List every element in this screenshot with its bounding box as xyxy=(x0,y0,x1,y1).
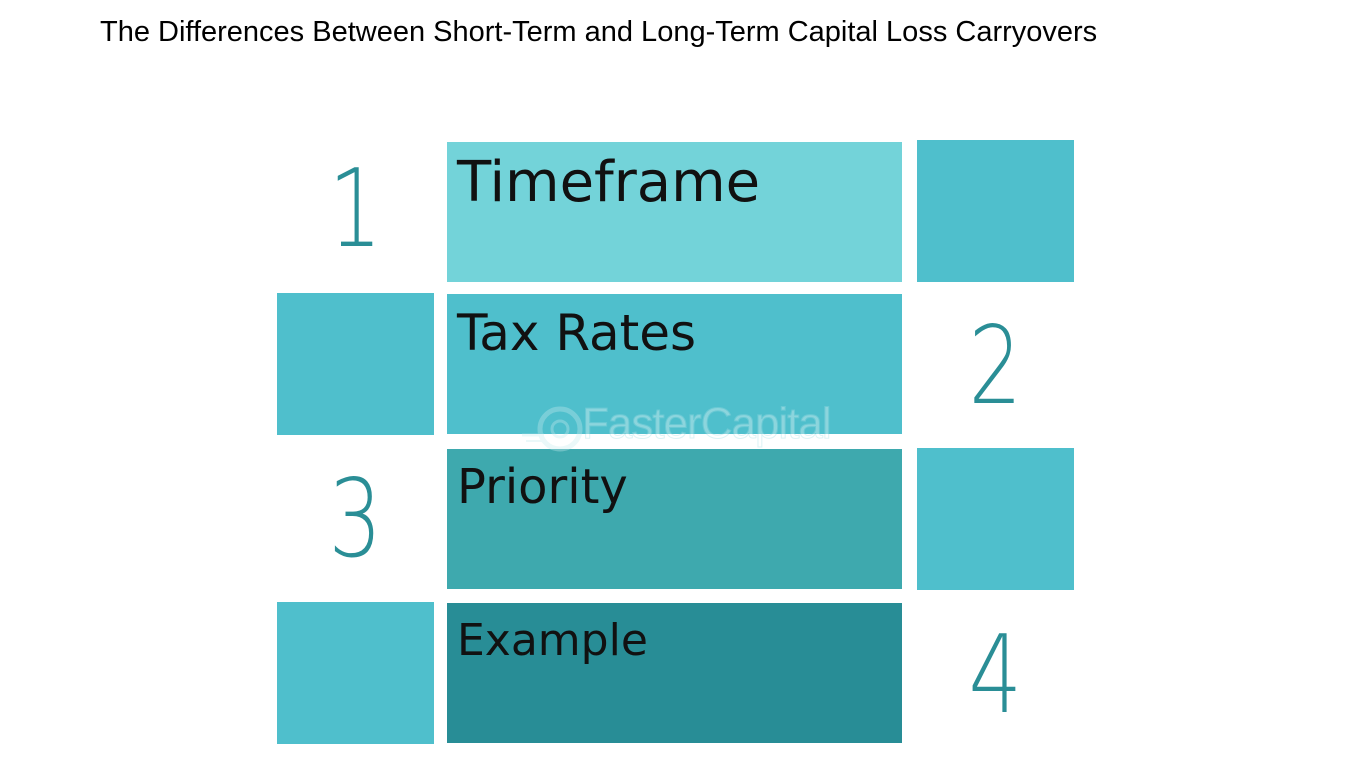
step-bar-priority: Priority xyxy=(447,449,902,589)
step-square-2 xyxy=(277,293,434,435)
step-label-priority: Priority xyxy=(457,459,628,515)
step-bar-example: Example xyxy=(447,603,902,743)
step-label-timeframe: Timeframe xyxy=(457,150,761,215)
page-title: The Differences Between Short-Term and L… xyxy=(100,16,1098,48)
step-label-tax-rates: Tax Rates xyxy=(457,304,697,362)
step-number-4: 4 xyxy=(968,613,1023,738)
step-square-1 xyxy=(917,140,1074,282)
step-number-3: 3 xyxy=(328,457,383,582)
step-bar-timeframe: Timeframe xyxy=(447,142,902,282)
step-label-example: Example xyxy=(457,615,648,666)
step-square-4 xyxy=(277,602,434,744)
step-bar-tax-rates: Tax Rates xyxy=(447,294,902,434)
step-number-2: 2 xyxy=(968,304,1023,429)
step-number-1: 1 xyxy=(328,147,383,272)
step-square-3 xyxy=(917,448,1074,590)
